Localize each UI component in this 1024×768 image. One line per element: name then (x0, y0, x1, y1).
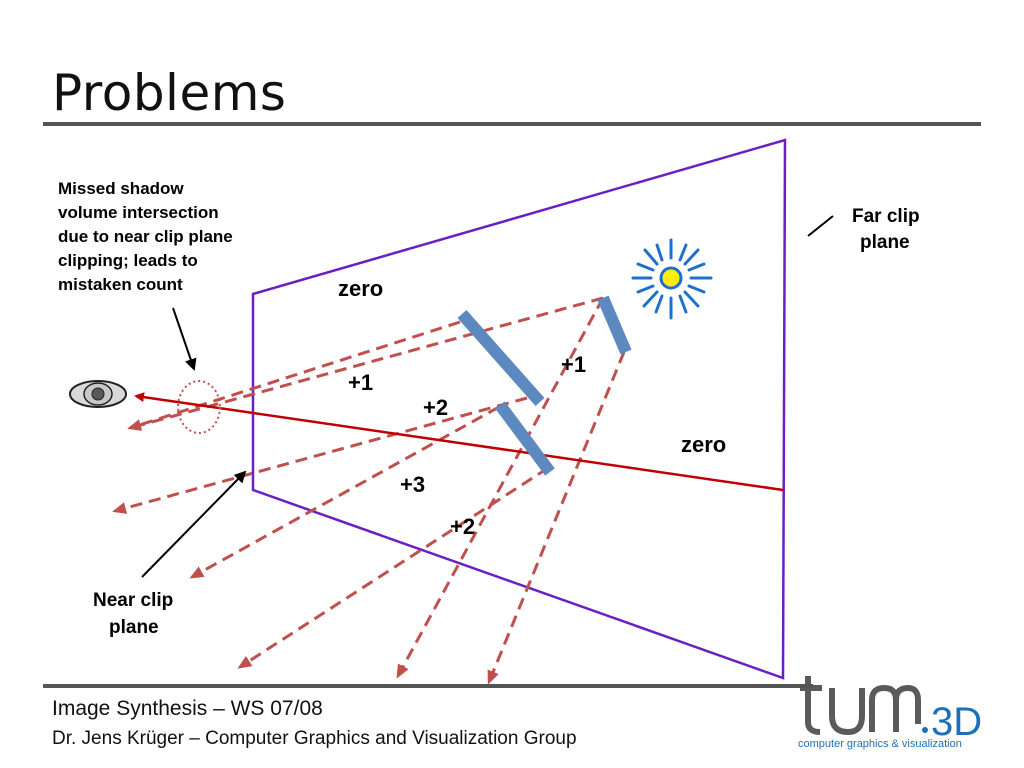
footer-author: Dr. Jens Krüger – Computer Graphics and … (52, 728, 577, 749)
count-label: +1 (348, 370, 373, 395)
count-label: zero (681, 432, 726, 457)
far-clip-label: Far clip plane (852, 206, 925, 253)
eye-icon (69, 380, 127, 408)
shadow-ray (487, 351, 626, 685)
annotation-pointer (172, 307, 197, 371)
eye-ray (134, 392, 784, 492)
near-clip-pointer (141, 470, 247, 578)
footer-course: Image Synthesis – WS 07/08 (52, 697, 323, 720)
occluder-bar (597, 295, 632, 355)
shadow-ray (396, 297, 605, 679)
title-divider (43, 122, 981, 126)
shadow-ray (129, 320, 461, 430)
occluders (457, 295, 632, 476)
missed-intersection-marker (177, 380, 221, 434)
tum3d-logo: 3D computer graphics & visualization (798, 676, 982, 750)
shadow-ray (112, 396, 528, 514)
shadow-ray (189, 405, 500, 579)
view-frustum (251, 138, 787, 680)
missed-intersection-annotation: Missed shadow volume intersection due to… (58, 179, 238, 294)
occluder-bar (495, 401, 555, 476)
slide-title: Problems (52, 64, 287, 122)
svg-text:3D: 3D (931, 700, 982, 744)
occluder-bar (457, 310, 545, 406)
count-label: +1 (561, 352, 586, 377)
near-clip-label: Near clip plane (93, 590, 179, 638)
shadow-rays (112, 296, 626, 685)
shadow-ray (127, 296, 604, 431)
count-label: zero (338, 276, 383, 301)
shadow-ray (237, 466, 549, 669)
logo-tagline: computer graphics & visualization (798, 738, 962, 750)
footer-divider (43, 684, 813, 688)
count-label: +3 (400, 472, 425, 497)
count-label: +2 (450, 514, 475, 539)
count-label: +2 (423, 395, 448, 420)
far-clip-pointer (807, 215, 834, 237)
light-source-icon (631, 238, 713, 320)
